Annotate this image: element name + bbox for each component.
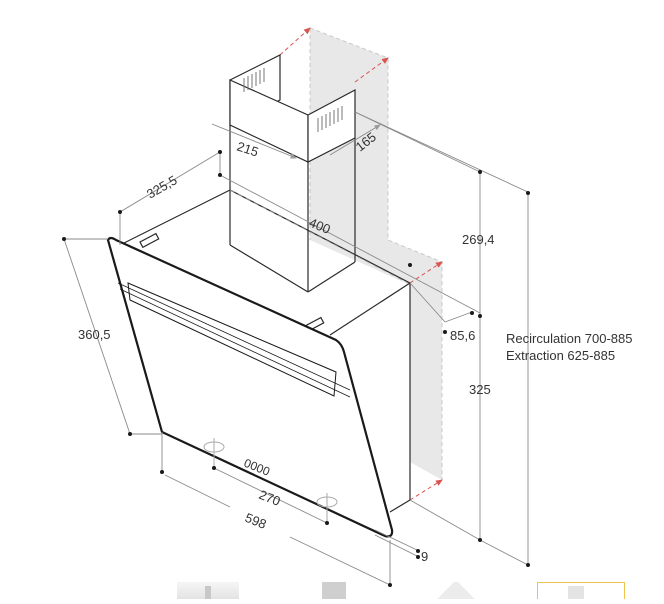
dim-wall-offset: 85,6 [450, 328, 475, 343]
dim-knob-spacing: 270 [257, 487, 283, 509]
hood-body [119, 189, 411, 513]
thumbnail-1[interactable] [177, 582, 239, 599]
control-knob-icon [203, 438, 338, 523]
thumbnail-4-selected[interactable] [537, 582, 625, 599]
dimension-dots [62, 150, 530, 587]
dim-glass-thickness: 9 [421, 549, 428, 564]
dim-overall-width: 598 [243, 510, 269, 532]
note-recirculation: Recirculation 700-885 [506, 331, 632, 346]
note-extraction: Extraction 625-885 [506, 348, 615, 363]
dim-body-height: 325 [469, 382, 491, 397]
dim-hood-top-depth: 325,5 [144, 172, 180, 201]
wall-arrows [279, 27, 443, 501]
dimension-lines [63, 111, 531, 586]
dim-front-panel-height: 360,5 [78, 327, 111, 342]
glass-panel [106, 236, 394, 538]
thumbnail-2[interactable] [322, 582, 346, 599]
thumbnail-3[interactable] [436, 582, 476, 599]
vent-grille-icon [243, 68, 343, 132]
chimney [229, 54, 356, 293]
dim-chimney-width: 215 [235, 139, 260, 160]
dim-chimney-height: 269,4 [462, 232, 495, 247]
thumbnail-strip [0, 580, 664, 599]
